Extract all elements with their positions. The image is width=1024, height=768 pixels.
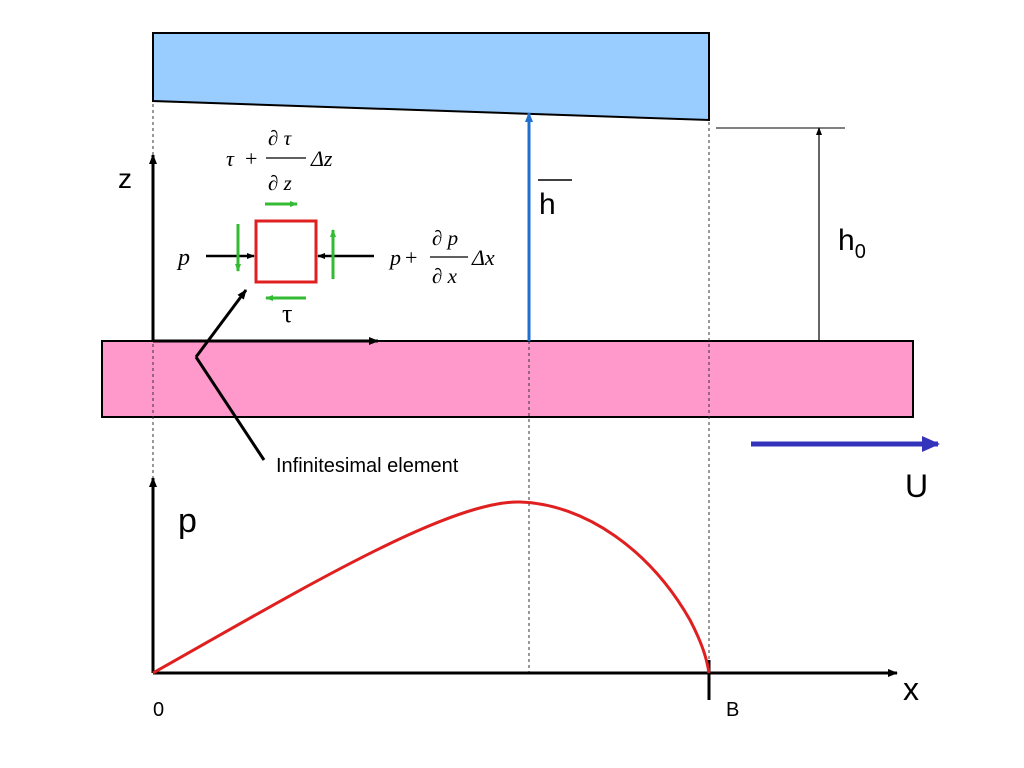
svg-text:∂ x: ∂ x bbox=[432, 264, 458, 288]
callout-line-2 bbox=[194, 356, 266, 461]
b-label: B bbox=[726, 699, 739, 721]
svg-text:+: + bbox=[405, 245, 417, 270]
equation-tau-bottom: τ bbox=[282, 299, 292, 328]
svg-text:+: + bbox=[245, 146, 257, 171]
lower-plate bbox=[101, 340, 914, 418]
infinitesimal-element-label: Infinitesimal element bbox=[276, 455, 459, 477]
h-label: h bbox=[539, 188, 556, 221]
velocity-label: U bbox=[905, 468, 928, 504]
h0-label: h0 bbox=[838, 224, 866, 263]
svg-text:τ: τ bbox=[226, 146, 235, 171]
x-axis-label: x bbox=[903, 671, 919, 707]
z-axis-label: z bbox=[118, 163, 132, 194]
infinitesimal-element-box bbox=[254, 219, 318, 284]
svg-text:∂ p: ∂ p bbox=[432, 226, 458, 250]
svg-text:Δx: Δx bbox=[471, 245, 495, 270]
svg-text:p: p bbox=[388, 245, 401, 270]
upper-plate bbox=[152, 32, 710, 122]
svg-text:Δz: Δz bbox=[310, 146, 333, 171]
svg-text:∂ τ: ∂ τ bbox=[268, 126, 293, 150]
pressure-curve bbox=[152, 500, 711, 675]
equation-tau-top: τ + ∂ τ ∂ z Δz bbox=[226, 126, 333, 195]
svg-text:∂ z: ∂ z bbox=[268, 171, 292, 195]
equation-p-right: p + ∂ p ∂ x Δx bbox=[388, 226, 495, 288]
origin-label: 0 bbox=[153, 699, 164, 721]
equation-p-left: p bbox=[176, 245, 190, 271]
callout-line-1 bbox=[194, 289, 248, 358]
p-axis-label: p bbox=[178, 502, 197, 540]
